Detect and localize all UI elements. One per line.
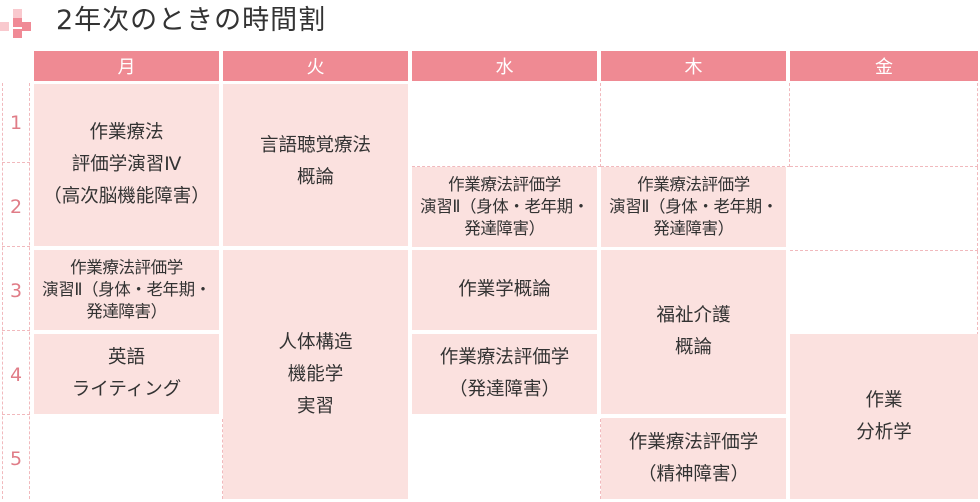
class-name: 作業療法評価学 演習Ⅱ（身体・老年期・ 発達障害）	[42, 258, 211, 321]
class-name: 作業 分析学	[856, 389, 912, 443]
class-mon-4: 英語 ライティング	[34, 334, 219, 414]
class-name: 作業療法評価学 （精神障害）	[628, 431, 759, 485]
class-thu-5: 作業療法評価学 （精神障害）	[601, 418, 786, 499]
period-label-2: 2	[2, 167, 30, 247]
header-wednesday: 水	[412, 51, 597, 81]
empty-slot-fri-1	[790, 83, 978, 167]
header-monday: 月	[34, 51, 219, 81]
cross-squares-icon	[0, 9, 36, 45]
page-header: 2年次のときの時間割	[0, 0, 980, 44]
class-name: 作業療法評価学 （発達障害）	[439, 347, 570, 400]
class-name: 作業療法評価学 演習Ⅱ（身体・老年期・ 発達障害）	[609, 175, 778, 238]
header-tuesday: 火	[223, 51, 408, 81]
class-name: 福祉介護 概論	[656, 305, 731, 358]
empty-slot-fri-2	[790, 167, 978, 251]
header-friday: 金	[790, 51, 978, 81]
class-tue-3-5: 人体構造 機能学 実習	[223, 250, 408, 499]
class-wed-4: 作業療法評価学 （発達障害）	[412, 334, 597, 414]
class-name: 作業療法 評価学演習Ⅳ （高次脳機能障害）	[43, 122, 210, 207]
class-wed-3: 作業学概論	[412, 250, 597, 330]
class-thu-2: 作業療法評価学 演習Ⅱ（身体・老年期・ 発達障害）	[601, 167, 786, 247]
class-thu-3-4: 福祉介護 概論	[601, 250, 786, 414]
empty-slot-wed-1	[412, 83, 601, 167]
class-name: 作業学概論	[458, 279, 551, 300]
empty-slot-mon-5	[34, 419, 223, 499]
class-mon-3: 作業療法評価学 演習Ⅱ（身体・老年期・ 発達障害）	[34, 250, 219, 330]
period-label-1: 1	[2, 83, 30, 163]
header-thursday: 木	[601, 51, 786, 81]
page-title: 2年次のときの時間割	[56, 5, 327, 36]
class-name: 人体構造 機能学 実習	[278, 331, 353, 417]
empty-slot-thu-1	[601, 83, 790, 167]
class-tue-1-2: 言語聴覚療法 概論	[223, 84, 408, 246]
class-fri-4-5: 作業 分析学	[790, 334, 978, 499]
period-label-5: 5	[9, 448, 23, 470]
empty-slot-wed-5	[412, 419, 601, 499]
class-name: 英語 ライティング	[71, 347, 182, 400]
class-mon-1-2: 作業療法 評価学演習Ⅳ （高次脳機能障害）	[34, 84, 219, 246]
period-column	[2, 83, 30, 499]
empty-slot-fri-3	[790, 251, 978, 335]
period-label-3: 3	[2, 251, 30, 331]
class-name: 言語聴覚療法 概論	[259, 135, 371, 188]
period-label-4: 4	[2, 335, 30, 415]
class-name: 作業療法評価学 演習Ⅱ（身体・老年期・ 発達障害）	[420, 175, 589, 238]
class-wed-2: 作業療法評価学 演習Ⅱ（身体・老年期・ 発達障害）	[412, 167, 597, 247]
